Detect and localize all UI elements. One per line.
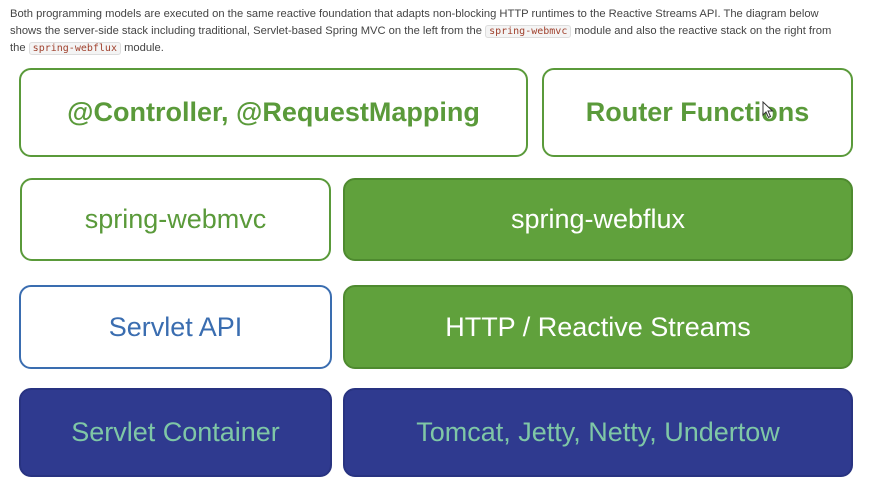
runtimes-label: Tomcat, Jetty, Netty, Undertow: [416, 417, 780, 447]
reactive-streams-label: HTTP / Reactive Streams: [445, 311, 751, 342]
router-functions-label: Router Functions: [585, 97, 810, 127]
controller-annotations-box: @Controller, @RequestMapping: [19, 68, 528, 157]
router-functions-box: Router Functions: [542, 68, 853, 157]
intro-paragraph: Both programming models are executed on …: [10, 6, 840, 57]
intro-text-1: Both programming models are executed on …: [10, 8, 819, 38]
servlet-api-label: Servlet API: [108, 311, 243, 342]
reactive-streams-box: HTTP / Reactive Streams: [343, 285, 853, 369]
controller-annotations-label: @Controller, @RequestMapping: [67, 97, 480, 127]
spring-webmvc-box: spring-webmvc: [20, 178, 331, 261]
servlet-api-box: Servlet API: [19, 285, 332, 369]
code-spring-webflux: spring-webflux: [28, 42, 121, 56]
spring-webflux-label: spring-webflux: [510, 204, 686, 234]
mouse-cursor-icon: [762, 101, 774, 119]
intro-text-3: module.: [120, 42, 164, 55]
servlet-container-box: Servlet Container: [19, 388, 332, 477]
spring-webflux-box: spring-webflux: [343, 178, 853, 261]
spring-webmvc-label: spring-webmvc: [84, 204, 267, 234]
servlet-container-label: Servlet Container: [71, 417, 280, 447]
code-spring-webmvc: spring-webmvc: [485, 25, 572, 39]
runtimes-box: Tomcat, Jetty, Netty, Undertow: [343, 388, 853, 477]
intro-text-2: module and also the reactive stack on th…: [10, 25, 832, 55]
